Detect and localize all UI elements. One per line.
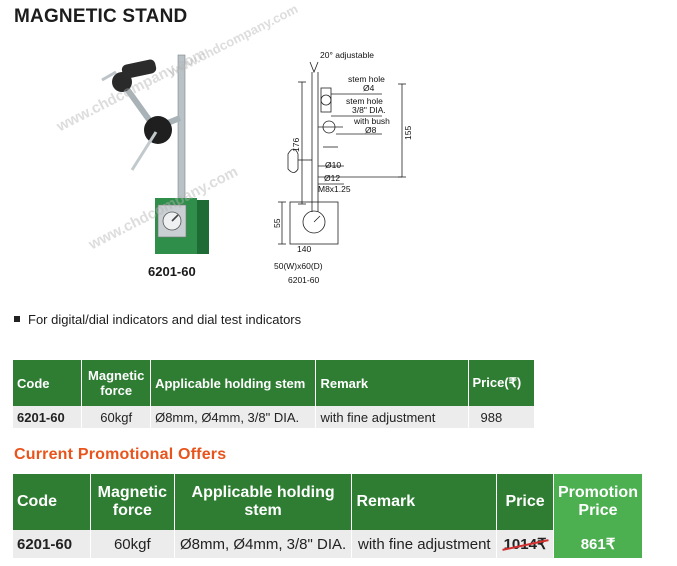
drawing-label-phi4: Ø4 (363, 83, 375, 93)
promo-title: Current Promotional Offers (14, 446, 227, 463)
cell-code: 6201-60 (11, 406, 82, 428)
drawing-label-angle: 20° adjustable (320, 50, 374, 60)
drawing-label-176: 176 (291, 138, 301, 152)
page-title: MAGNETIC STAND (14, 6, 188, 27)
drawing-label-stem-hole-2: stem hole (346, 96, 383, 106)
cell-remark: with fine adjustment (315, 406, 469, 428)
cell-force: 60kgf (89, 530, 175, 558)
table-row: 6201-60 60kgf Ø8mm, Ø4mm, 3/8" DIA. with… (12, 530, 642, 558)
dimension-drawing: 20° adjustable stem hole Ø4 stem hole 3/… (268, 44, 418, 289)
drawing-label-phi12: Ø12 (324, 173, 340, 183)
spec-table: Code Magnetic force Applicable holding s… (11, 360, 534, 428)
spec-table-header: Code Magnetic force Applicable holding s… (11, 360, 534, 406)
cell-stem: Ø8mm, Ø4mm, 3/8" DIA. (173, 530, 352, 558)
col-price: Price (496, 474, 554, 530)
drawing-label-model: 6201-60 (288, 275, 319, 285)
col-holding-stem: Applicable holding stem (173, 474, 352, 530)
col-code: Code (11, 360, 82, 406)
feature-text: For digital/dial indicators and dial tes… (28, 312, 302, 327)
cell-price: 1014₹ (496, 530, 554, 558)
feature-bullet: For digital/dial indicators and dial tes… (14, 312, 301, 327)
drawing-label-140: 140 (297, 244, 311, 254)
drawing-label-with-bush: with bush (353, 116, 390, 126)
bullet-square-icon (14, 316, 20, 322)
col-price: Price(₹) (467, 360, 534, 406)
drawing-label-155: 155 (403, 126, 413, 140)
col-magnetic-force: Magnetic force (81, 360, 151, 406)
drawing-label-dia38: 3/8" DIA. (352, 105, 386, 115)
drawing-label-m8: M8x1.25 (318, 184, 351, 194)
cell-promotion-price: 861₹ (552, 530, 642, 558)
col-promotion-price: Promotion Price (552, 474, 642, 530)
cell-code: 6201-60 (12, 530, 91, 558)
cell-price: 988 (467, 406, 534, 428)
col-remark: Remark (351, 474, 497, 530)
struck-price: 1014₹ (503, 536, 547, 553)
cell-stem: Ø8mm, Ø4mm, 3/8" DIA. (150, 406, 316, 428)
drawing-label-55: 55 (272, 218, 282, 228)
col-code: Code (12, 474, 91, 530)
drawing-label-phi10: Ø10 (325, 160, 341, 170)
col-remark: Remark (315, 360, 469, 406)
col-magnetic-force: Magnetic force (89, 474, 175, 530)
promo-table-header: Code Magnetic force Applicable holding s… (12, 474, 642, 530)
drawing-label-phi8: Ø8 (365, 125, 377, 135)
table-row: 6201-60 60kgf Ø8mm, Ø4mm, 3/8" DIA. with… (11, 406, 534, 428)
drawing-label-stem-hole: stem hole (348, 74, 385, 84)
product-photo (60, 40, 260, 260)
cell-force: 60kgf (81, 406, 151, 428)
promo-table: Code Magnetic force Applicable holding s… (12, 474, 642, 558)
photo-caption: 6201-60 (148, 264, 196, 279)
col-holding-stem: Applicable holding stem (150, 360, 316, 406)
drawing-label-base-dims: 50(W)x60(D) (274, 261, 323, 271)
cell-remark: with fine adjustment (351, 530, 497, 558)
